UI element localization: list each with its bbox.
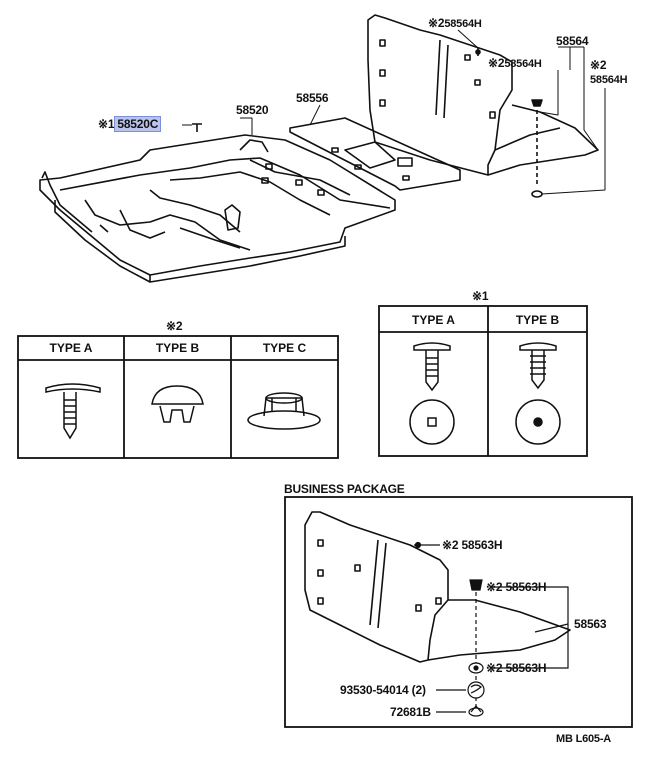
table-2-col-type-c: TYPE C bbox=[262, 341, 307, 355]
callout-58564h-mid-prefix: ※2 bbox=[488, 56, 505, 70]
callout-58564h-mid-part: 58564H bbox=[504, 58, 542, 70]
callout-58520[interactable]: 58520 bbox=[236, 103, 269, 117]
board-58563-drawing bbox=[304, 511, 571, 663]
business-package-title: BUSINESS PACKAGE bbox=[284, 482, 405, 496]
table-1-col-type-b: TYPE B bbox=[515, 313, 560, 327]
diagram-code: MB L605-A bbox=[556, 733, 612, 745]
callout-58563h-c[interactable]: ※2 58563H bbox=[486, 661, 547, 675]
table-2-col-type-b: TYPE B bbox=[155, 341, 200, 355]
pad-58556-drawing bbox=[289, 117, 461, 191]
callout-93530-54014[interactable]: 93530-54014 (2) bbox=[340, 683, 426, 697]
clip-type-b-2-drawing bbox=[151, 385, 204, 423]
callout-58563h-b[interactable]: ※2 58563H bbox=[486, 580, 547, 594]
clip-type-a-2-drawing bbox=[45, 383, 101, 440]
table-1-col-type-a: TYPE A bbox=[412, 313, 455, 327]
callout-58563[interactable]: 58563 bbox=[574, 617, 607, 631]
callout-58564h-top-prefix: ※2 bbox=[428, 16, 445, 30]
callout-58564h-mid[interactable]: ※258564H bbox=[488, 56, 542, 70]
floor-carpet-drawing bbox=[39, 134, 396, 283]
clip-type-a-1-drawing bbox=[409, 342, 455, 445]
callout-58520c-part-number[interactable]: 58520C bbox=[114, 116, 162, 132]
table-2-title: ※2 bbox=[166, 319, 183, 333]
callout-72681b[interactable]: 72681B bbox=[390, 705, 431, 719]
callout-58556[interactable]: 58556 bbox=[296, 91, 329, 105]
callout-58564h-right-prefix[interactable]: ※2 bbox=[590, 58, 607, 72]
callout-58564h-right[interactable]: 58564H bbox=[590, 74, 628, 86]
table-1-title: ※1 bbox=[472, 289, 489, 303]
callout-58564[interactable]: 58564 bbox=[556, 34, 589, 48]
callout-58564h-top-part: 58564H bbox=[444, 18, 482, 30]
callout-58564h-top[interactable]: ※258564H bbox=[428, 16, 482, 30]
callout-58520c-prefix: ※1 bbox=[98, 117, 115, 131]
clip-type-c-2-drawing bbox=[247, 392, 321, 430]
clip-type-b-1-drawing bbox=[515, 342, 561, 445]
clip-58520c-drawing bbox=[192, 123, 202, 132]
table-2-col-type-a: TYPE A bbox=[49, 341, 93, 355]
callout-58563h-a[interactable]: ※2 58563H bbox=[442, 538, 503, 552]
